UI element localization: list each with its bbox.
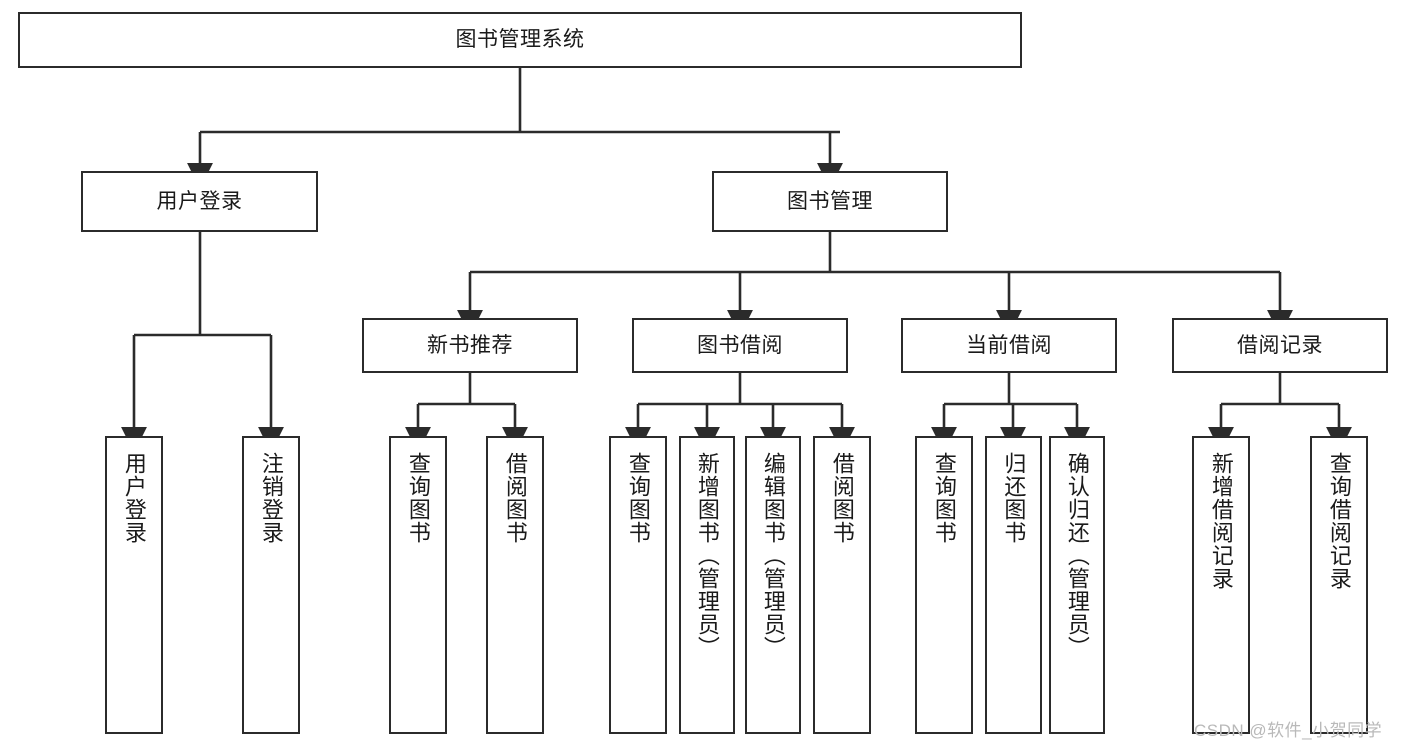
node-leaf-user-login[interactable]: 用户登录: [105, 436, 163, 734]
node-label: 新增图书（管理员）: [694, 452, 720, 659]
node-label: 当前借阅: [966, 333, 1052, 357]
node-current-borrow[interactable]: 当前借阅: [901, 318, 1117, 373]
node-label: 确认归还（管理员）: [1064, 452, 1090, 659]
node-label: 图书管理系统: [455, 28, 585, 52]
node-label: 编辑图书（管理员）: [760, 452, 786, 659]
node-leaf-query-book-1[interactable]: 查询图书: [389, 436, 447, 734]
node-label: 图书借阅: [697, 333, 783, 357]
node-leaf-add-borrow-record[interactable]: 新增借阅记录: [1192, 436, 1250, 734]
node-label: 图书管理: [787, 189, 873, 213]
node-label: 借阅图书: [502, 452, 528, 544]
node-label: 归还图书: [1001, 452, 1027, 544]
node-book-management-system[interactable]: 图书管理系统: [18, 12, 1022, 68]
node-borrow-record[interactable]: 借阅记录: [1172, 318, 1388, 373]
node-book-borrow[interactable]: 图书借阅: [632, 318, 848, 373]
node-label: 用户登录: [121, 452, 147, 544]
node-new-book-recommend[interactable]: 新书推荐: [362, 318, 578, 373]
node-label: 查询图书: [625, 452, 651, 544]
node-leaf-query-book-3[interactable]: 查询图书: [915, 436, 973, 734]
node-label: 查询借阅记录: [1326, 452, 1352, 590]
node-label: 新增借阅记录: [1208, 452, 1234, 590]
node-leaf-query-book-2[interactable]: 查询图书: [609, 436, 667, 734]
node-label: 查询图书: [931, 452, 957, 544]
node-label: 注销登录: [258, 452, 284, 544]
watermark-text: CSDN @软件_小贺同学: [1194, 721, 1383, 740]
node-label: 借阅记录: [1237, 333, 1323, 357]
node-leaf-confirm-return-admin[interactable]: 确认归还（管理员）: [1049, 436, 1105, 734]
node-user-login[interactable]: 用户登录: [81, 171, 318, 232]
node-leaf-query-borrow-record[interactable]: 查询借阅记录: [1310, 436, 1368, 734]
node-leaf-return-book[interactable]: 归还图书: [985, 436, 1042, 734]
node-leaf-add-book-admin[interactable]: 新增图书（管理员）: [679, 436, 735, 734]
node-book-management[interactable]: 图书管理: [712, 171, 948, 232]
node-leaf-logout-login[interactable]: 注销登录: [242, 436, 300, 734]
node-leaf-edit-book-admin[interactable]: 编辑图书（管理员）: [745, 436, 801, 734]
node-label: 用户登录: [156, 189, 243, 213]
node-label: 查询图书: [405, 452, 431, 544]
node-leaf-borrow-book-2[interactable]: 借阅图书: [813, 436, 871, 734]
node-label: 借阅图书: [829, 452, 855, 544]
node-label: 新书推荐: [427, 333, 513, 357]
node-leaf-borrow-book-1[interactable]: 借阅图书: [486, 436, 544, 734]
